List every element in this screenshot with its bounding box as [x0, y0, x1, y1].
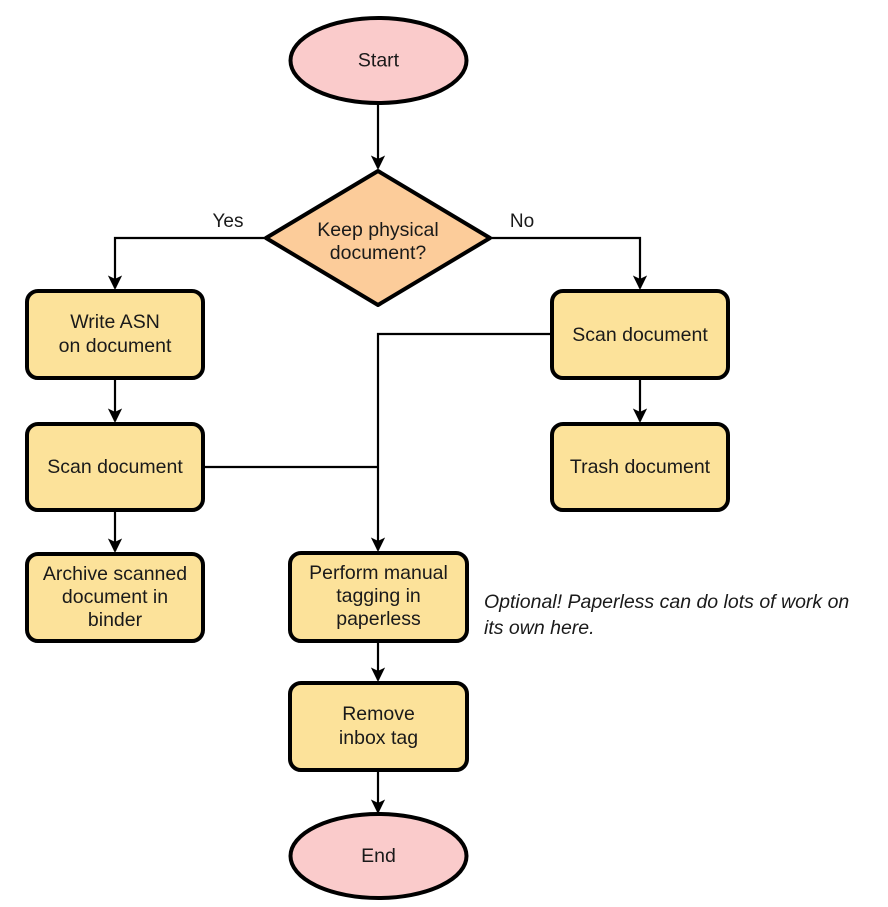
node-end[interactable]: End [288, 812, 469, 900]
edge-decision-yes-to-write-asn [107, 236, 265, 290]
decision-label-line2: document? [330, 242, 427, 264]
trash-box-shape [550, 422, 730, 512]
edge-scan-right-to-tagging [370, 332, 552, 552]
archive-box-shape [25, 552, 205, 643]
archive-label-line2: document in [62, 586, 168, 608]
node-start[interactable]: Start [288, 16, 469, 105]
remove-inbox-label-line1: Remove [342, 703, 415, 725]
end-label: End [361, 845, 396, 867]
archive-label-line3: binder [88, 609, 143, 631]
edge-label-no: No [510, 211, 534, 232]
remove-inbox-box-shape [288, 681, 469, 772]
node-write-asn-on-document[interactable]: Write ASN on document [25, 289, 205, 380]
annotation-line1: Optional! Paperless can do lots of work … [484, 591, 849, 613]
tagging-label-line2: tagging in [336, 585, 421, 607]
node-scan-document-left[interactable]: Scan document [25, 422, 205, 512]
start-label: Start [358, 50, 400, 72]
scan-left-label: Scan document [47, 456, 183, 478]
node-archive-scanned-document[interactable]: Archive scanned document in binder [25, 552, 205, 643]
tagging-label-line1: Perform manual [309, 562, 448, 584]
scan-left-box-shape [25, 422, 205, 512]
node-decision-keep-physical-document[interactable]: Keep physical document? [264, 169, 492, 307]
write-asn-label-line2: on document [59, 335, 172, 357]
edge-label-yes: Yes [213, 211, 244, 232]
archive-label-line1: Archive scanned [43, 563, 187, 585]
node-trash-document[interactable]: Trash document [550, 422, 730, 512]
node-perform-manual-tagging[interactable]: Perform manual tagging in paperless [288, 551, 469, 643]
end-ellipse-shape [288, 812, 469, 900]
write-asn-box-shape [25, 289, 205, 380]
remove-inbox-label-line2: inbox tag [339, 727, 418, 749]
tagging-label-line3: paperless [336, 608, 421, 630]
node-scan-document-right[interactable]: Scan document [550, 289, 730, 380]
annotation-optional-note: Optional! Paperless can do lots of work … [484, 591, 849, 639]
scan-right-box-shape [550, 289, 730, 380]
write-asn-label-line1: Write ASN [70, 311, 160, 333]
start-ellipse-shape [288, 16, 469, 105]
node-remove-inbox-tag[interactable]: Remove inbox tag [288, 681, 469, 772]
edge-decision-no-to-scan-right [490, 236, 648, 290]
decision-label-line1: Keep physical [317, 219, 438, 241]
trash-label: Trash document [570, 456, 711, 478]
annotation-line2: its own here. [484, 617, 595, 639]
decision-diamond-shape [264, 169, 492, 307]
scan-right-label: Scan document [572, 324, 708, 346]
tagging-box-shape [288, 551, 469, 643]
